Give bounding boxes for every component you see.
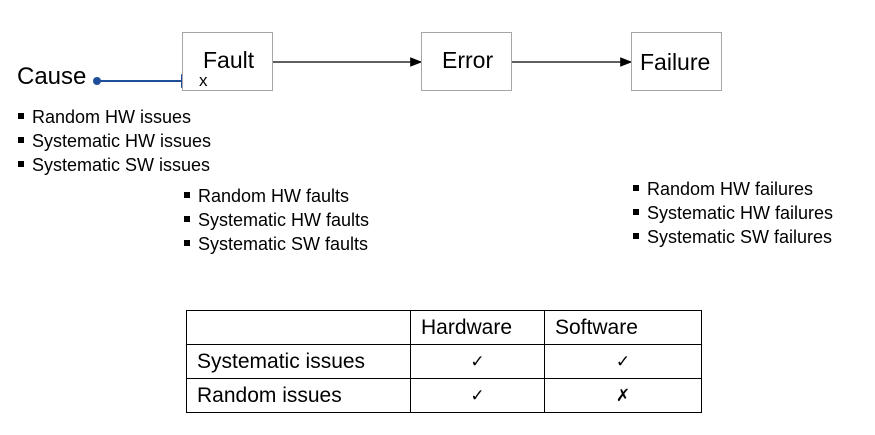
list-item: Systematic SW issues (17, 153, 211, 177)
table-row: Systematic issues ✓ ✓ (186, 344, 702, 379)
list-item: Systematic HW faults (183, 208, 369, 232)
cross-icon: ✗ (544, 378, 702, 413)
list-item: Systematic HW issues (17, 129, 211, 153)
issue-type-table: Hardware Software Systematic issues ✓ ✓ … (186, 310, 702, 413)
failure-label: Failure (640, 49, 711, 75)
list-item: Systematic SW faults (183, 232, 369, 256)
cause-label: Cause (17, 63, 87, 90)
check-icon: ✓ (544, 344, 702, 379)
list-item: Systematic HW failures (632, 201, 833, 225)
failure-box (631, 32, 722, 91)
list-item: Random HW issues (17, 105, 211, 129)
list-item: Systematic SW failures (632, 225, 833, 249)
check-icon: ✓ (410, 344, 545, 379)
list-item: Random HW faults (183, 184, 369, 208)
error-box (421, 32, 512, 91)
table-header-row: Hardware Software (186, 310, 702, 345)
cause-list: Random HW issues Systematic HW issues Sy… (17, 105, 211, 177)
row-label: Systematic issues (186, 344, 411, 379)
error-label: Error (442, 47, 494, 73)
failure-list: Random HW failures Systematic HW failure… (632, 177, 833, 249)
fault-marker: x (199, 71, 208, 90)
row-label: Random issues (186, 378, 411, 413)
check-icon: ✓ (410, 378, 545, 413)
table-header-cell (186, 310, 411, 345)
table-header-cell: Software (544, 310, 702, 345)
fault-label: Fault (203, 47, 255, 73)
table-header-cell: Hardware (410, 310, 545, 345)
fault-list: Random HW faults Systematic HW faults Sy… (183, 184, 369, 256)
list-item: Random HW failures (632, 177, 833, 201)
table-row: Random issues ✓ ✗ (186, 378, 702, 413)
fault-box (182, 32, 273, 91)
